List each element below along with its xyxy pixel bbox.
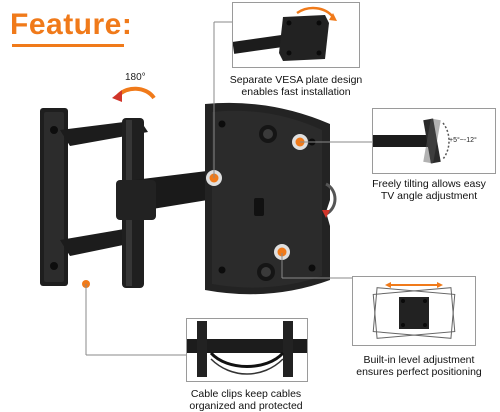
level-adjustment-callout [352, 276, 476, 346]
tilt-angle-label: +5°~-12° [449, 137, 477, 144]
tilting-closeup-icon [373, 118, 450, 164]
tilting-callout: +5°~-12° [372, 108, 496, 174]
cable-clips-callout [186, 318, 308, 382]
vesa-plate-caption-line1: Separate VESA plate design [229, 74, 363, 86]
page-title: Feature: [10, 8, 133, 41]
tilting-caption-line1: Freely tilting allows easy [372, 178, 486, 190]
rotation-arrow-icon [112, 86, 156, 102]
cable-clips-caption-line2: organized and protected [189, 400, 303, 412]
tilt-arrow-icon [322, 182, 337, 218]
cable-clips-caption-line1: Cable clips keep cables [190, 388, 302, 400]
vesa-plate-caption-line2: enables fast installation [241, 86, 351, 98]
level-adjustment-closeup-icon [372, 282, 456, 339]
cable-clips-closeup-icon [187, 321, 307, 377]
vesa-plate-caption: Separate VESA plate design enables fast … [215, 74, 377, 98]
title-underline [12, 44, 124, 47]
cable-clips-caption: Cable clips keep cables organized and pr… [176, 388, 316, 412]
level-adjustment-caption: Built-in level adjustment ensures perfec… [344, 354, 494, 378]
vesa-plate-closeup-icon [233, 6, 337, 61]
tilting-caption-line2: TV angle adjustment [380, 190, 478, 202]
tilting-caption: Freely tilting allows easy TV angle adju… [358, 178, 500, 202]
vesa-plate-callout [232, 2, 360, 68]
rotation-label: 180° [125, 72, 146, 83]
level-adjustment-caption-line1: Built-in level adjustment [363, 354, 475, 366]
level-adjustment-caption-line2: ensures perfect positioning [356, 366, 482, 378]
tv-wall-mount-image [40, 102, 330, 295]
